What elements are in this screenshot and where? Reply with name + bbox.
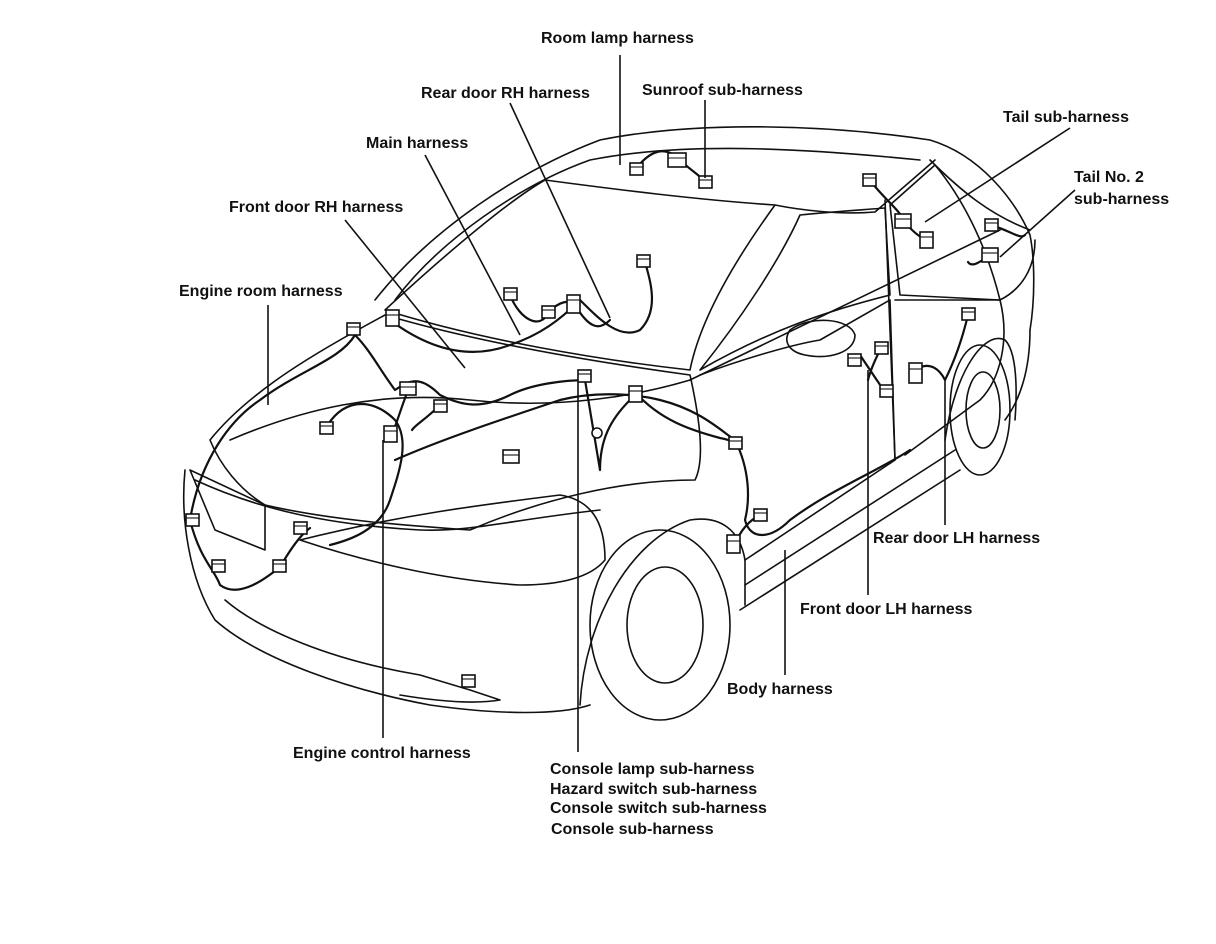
connector (383, 425, 398, 443)
front-fascia (182, 469, 591, 714)
rear-door-outline (894, 299, 1005, 456)
body-side-route (633, 390, 739, 446)
tail-sub-route (868, 178, 930, 242)
main-harness-lower (393, 393, 737, 462)
grille-opening (299, 494, 606, 586)
connector (753, 508, 768, 522)
connector (961, 307, 976, 321)
connector (185, 513, 200, 527)
connector (293, 521, 308, 535)
label-console-switch-sub-harness: Console switch sub-harness (550, 800, 767, 817)
side-sill (739, 449, 961, 611)
connector (319, 421, 334, 435)
connector (984, 218, 999, 232)
rear-quarter (999, 239, 1036, 421)
label-console-lamp-sub-harness: Console lamp sub-harness (550, 761, 755, 778)
connector (908, 362, 923, 384)
label-body-harness: Body harness (727, 681, 833, 698)
lower-intake (224, 599, 501, 703)
leader-front-door-rh (344, 219, 466, 369)
leader-rear-door-rh (509, 102, 611, 319)
label-engine-control-harness: Engine control harness (293, 745, 471, 762)
connector (629, 162, 644, 176)
connector (399, 381, 417, 396)
connector (577, 369, 592, 383)
beltline (689, 229, 1001, 381)
label-tail-sub-harness: Tail sub-harness (1003, 109, 1129, 126)
connector (919, 231, 934, 249)
connector (728, 436, 743, 450)
rear-wheel-arch (944, 337, 1017, 441)
label-front-door-lh-harness: Front door LH harness (800, 601, 973, 618)
connector (726, 534, 741, 554)
connector (433, 399, 448, 413)
connector (879, 384, 894, 398)
hood-outline (209, 314, 702, 531)
label-tail-no2-line2: sub-harness (1074, 191, 1169, 208)
rear-door-lh-route (913, 313, 970, 382)
connector (591, 427, 603, 439)
front-bumper-upper (194, 479, 601, 532)
connector (566, 294, 581, 314)
connector (385, 309, 400, 327)
connector (894, 213, 912, 229)
connector (628, 385, 643, 403)
leader-tail-sub (924, 127, 1071, 223)
engine-room-harness-route (188, 333, 592, 522)
connector (667, 152, 687, 168)
main-harness-route (388, 260, 654, 353)
body-harness-route (733, 438, 912, 536)
connectors (185, 152, 999, 688)
rear-wheel-hub (965, 371, 1001, 449)
leader-main (424, 154, 521, 336)
label-front-door-rh-harness: Front door RH harness (229, 199, 403, 216)
connector (346, 322, 361, 336)
b-pillar (884, 199, 896, 461)
roof-inner-line (394, 147, 921, 301)
label-console-sub-harness: Console sub-harness (551, 821, 714, 838)
connector (502, 449, 520, 464)
front-door-outline (699, 299, 896, 561)
connector (211, 559, 226, 573)
rear-door-rh-route (508, 293, 612, 328)
connector (503, 287, 518, 301)
label-sunroof-sub-harness: Sunroof sub-harness (642, 82, 803, 99)
front-harness-left-route (188, 518, 312, 591)
connector (847, 353, 862, 367)
headlamp-left (189, 469, 266, 551)
leader-lines (267, 55, 1076, 752)
label-rear-door-lh-harness: Rear door LH harness (873, 530, 1040, 547)
leader-tail-no2 (999, 189, 1076, 258)
label-tail-no2-line1: Tail No. 2 (1074, 169, 1144, 186)
front-wheel-hub (626, 566, 704, 684)
connector (461, 674, 476, 688)
label-rear-door-rh-harness: Rear door RH harness (421, 85, 590, 102)
connector (874, 341, 889, 355)
car-body-outline (182, 126, 1036, 721)
connector (541, 305, 556, 319)
connector (636, 254, 651, 268)
trunk-line (929, 159, 1031, 231)
front-wheel (589, 529, 731, 721)
connector (981, 247, 999, 263)
label-main-harness: Main harness (366, 135, 468, 152)
console-route (583, 378, 632, 472)
harness-labels: Room lamp harness Rear door RH harness S… (179, 30, 1169, 838)
front-side-window (699, 207, 891, 371)
rear-wheel (949, 344, 1011, 476)
label-room-lamp-harness: Room lamp harness (541, 30, 694, 47)
label-hazard-switch-sub-harness: Hazard switch sub-harness (550, 781, 757, 798)
side-mirror (786, 319, 856, 358)
connector (862, 173, 877, 187)
connector (272, 559, 287, 573)
roof-outline (374, 126, 1035, 331)
label-engine-room-harness: Engine room harness (179, 283, 343, 300)
